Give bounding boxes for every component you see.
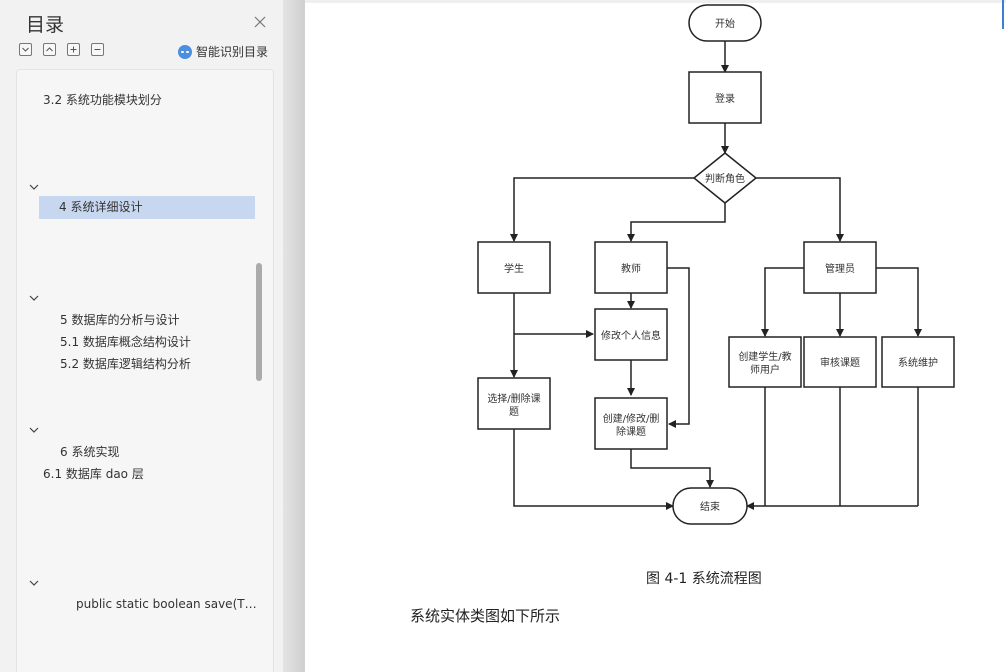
label-create-users-1: 创建学生/教 bbox=[738, 350, 791, 363]
document-top-edge bbox=[305, 0, 1006, 3]
smart-toc-button[interactable]: 智能识别目录 bbox=[178, 43, 268, 60]
label-create-modify-2: 除课题 bbox=[616, 425, 646, 438]
plus-icon bbox=[70, 46, 77, 53]
chevron-down-icon[interactable] bbox=[29, 425, 39, 435]
node-end bbox=[672, 487, 748, 525]
minus-icon bbox=[94, 49, 101, 50]
label-login: 登录 bbox=[715, 92, 735, 105]
toc-item-active[interactable]: 4 系统详细设计 bbox=[39, 196, 255, 219]
label-create-users-2: 师用户 bbox=[750, 363, 780, 376]
label-admin: 管理员 bbox=[825, 262, 855, 275]
system-flowchart: 开始 登录 判断角色 学生 教师 管理员 修改个人信息 选择/删除课 题 创建/… bbox=[477, 4, 955, 525]
page-marker bbox=[1002, 0, 1004, 29]
edge-admin-createusers bbox=[761, 267, 804, 337]
toc-item[interactable]: 6 系统实现 bbox=[60, 445, 120, 459]
toc-item[interactable]: public static boolean save(T… bbox=[76, 597, 257, 611]
chevron-up-icon bbox=[46, 47, 53, 52]
toc-item[interactable]: 3.2 系统功能模块划分 bbox=[43, 93, 162, 107]
node-login bbox=[688, 71, 762, 124]
node-decision bbox=[692, 152, 758, 204]
toc-item[interactable]: 5 数据库的分析与设计 bbox=[60, 313, 180, 327]
node-modify-info bbox=[594, 308, 668, 361]
collapse-all-button[interactable] bbox=[43, 43, 56, 56]
node-create-users bbox=[728, 336, 802, 388]
remove-level-button[interactable] bbox=[91, 43, 104, 56]
chevron-down-icon[interactable] bbox=[29, 182, 39, 192]
close-icon[interactable] bbox=[252, 14, 268, 30]
edge-create-end bbox=[630, 449, 714, 488]
label-select-delete-1: 选择/删除课 bbox=[487, 392, 540, 405]
node-maintain bbox=[881, 336, 955, 388]
label-decision: 判断角色 bbox=[705, 172, 745, 185]
edge-teacher-create bbox=[667, 267, 690, 428]
node-teacher bbox=[594, 241, 668, 294]
toc-scrollbar[interactable] bbox=[256, 263, 262, 381]
edge-decision-admin bbox=[756, 177, 844, 242]
label-start: 开始 bbox=[715, 17, 735, 30]
sidebar-title: 目录 bbox=[26, 14, 65, 36]
toc-item[interactable]: 6.1 数据库 dao 层 bbox=[43, 467, 144, 481]
edge-admin-maintain bbox=[876, 267, 922, 337]
smart-recognize-icon bbox=[178, 44, 192, 59]
label-maintain: 系统维护 bbox=[898, 356, 938, 369]
node-admin bbox=[803, 241, 877, 294]
label-end: 结束 bbox=[700, 500, 720, 513]
label-create-modify-1: 创建/修改/删 bbox=[603, 412, 660, 425]
label-teacher: 教师 bbox=[621, 262, 641, 275]
label-select-delete-2: 题 bbox=[509, 406, 519, 418]
add-level-button[interactable] bbox=[67, 43, 80, 56]
toc-item[interactable]: 5.2 数据库逻辑结构分析 bbox=[60, 357, 191, 371]
toc-item[interactable]: 5.1 数据库概念结构设计 bbox=[60, 335, 191, 349]
toc-list: 3.2 系统功能模块划分 4 系统详细设计 5 数据库的分析与设计 5.1 数据… bbox=[16, 69, 274, 672]
sidebar-splitter[interactable] bbox=[283, 0, 305, 672]
smart-toc-label: 智能识别目录 bbox=[196, 45, 269, 59]
label-modify-info: 修改个人信息 bbox=[601, 329, 661, 342]
node-start bbox=[688, 4, 762, 42]
node-create-modify bbox=[594, 397, 668, 450]
chevron-down-icon[interactable] bbox=[29, 578, 39, 588]
edge-select-end bbox=[513, 429, 674, 510]
expand-all-button[interactable] bbox=[19, 43, 32, 56]
node-select-delete bbox=[477, 377, 551, 430]
edge-decision-student bbox=[510, 177, 694, 242]
label-student: 学生 bbox=[504, 262, 524, 275]
document-page: 开始 登录 判断角色 学生 教师 管理员 修改个人信息 选择/删除课 题 创建/… bbox=[305, 3, 1006, 672]
node-review bbox=[803, 336, 877, 388]
node-student bbox=[477, 241, 551, 294]
edge-decision-teacher bbox=[627, 203, 726, 242]
label-review: 审核课题 bbox=[820, 356, 860, 369]
toc-toolbar bbox=[19, 43, 104, 56]
toc-sidebar: 目录 智能识别目录 3.2 系统功能模块划分 4 bbox=[0, 0, 283, 672]
figure-caption: 图 4-1 系统流程图 bbox=[646, 571, 762, 587]
chevron-down-icon[interactable] bbox=[29, 293, 39, 303]
body-paragraph: 系统实体类图如下所示 bbox=[410, 607, 561, 625]
chevron-down-icon bbox=[22, 47, 29, 52]
